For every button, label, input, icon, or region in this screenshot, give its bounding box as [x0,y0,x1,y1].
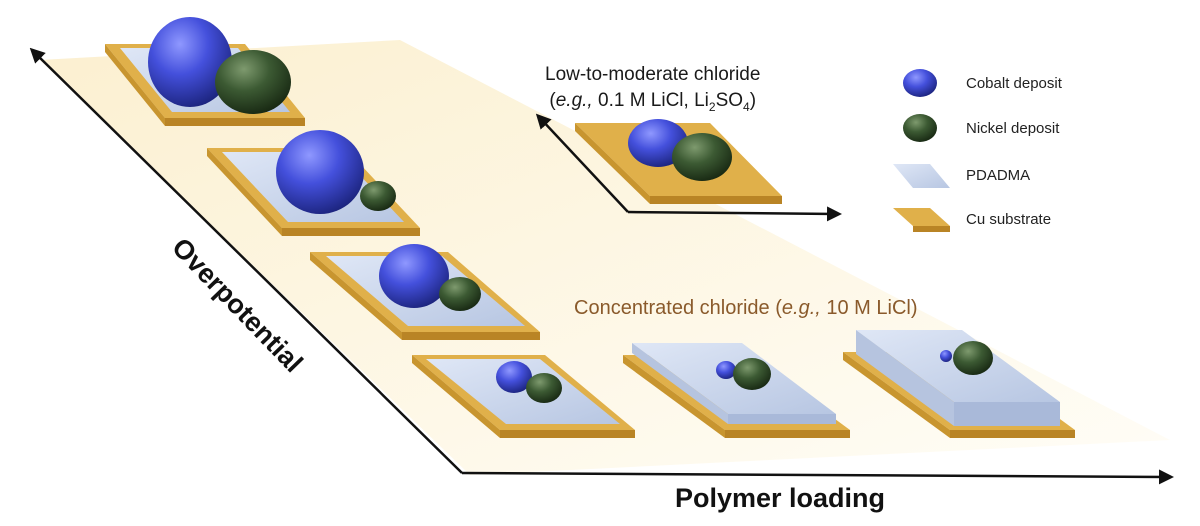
nickel-deposit [439,277,481,311]
x-axis-title: Polymer loading [675,483,886,513]
tile-high-overpotential [105,17,305,126]
cobalt-deposit [276,130,364,214]
tile-high-polymer [843,330,1075,438]
nickel-deposit [953,341,993,375]
concentrated-chloride-label: Concentrated chloride (e.g., 10 M LiCl) [574,297,918,319]
pdadma-layer-icon [893,164,950,188]
legend-label-pdadma: PDADMA [966,167,1031,184]
cobalt-deposit [716,361,736,379]
legend-label-nickel: Nickel deposit [966,120,1060,137]
inset-title-line1: Low-to-moderate chloride [545,64,761,85]
nickel-deposit [672,133,732,181]
nickel-deposit [215,50,291,114]
cobalt-deposit [940,350,952,362]
cu-substrate-icon [893,208,950,232]
nickel-deposit [526,373,562,403]
tile-low-polymer [412,355,635,438]
inset-title: Low-to-moderate chloride (e.g., 0.1 M Li… [545,62,760,120]
cobalt-deposit [148,17,232,107]
cobalt-deposit [379,244,449,308]
tile-mid-high-overpotential [207,130,420,236]
overpotential-axis-arrow [29,47,463,474]
nickel-deposit-icon [903,114,937,142]
polymer-loading-axis-arrow [461,469,1174,485]
legend-label-cobalt: Cobalt deposit [966,75,1062,92]
nickel-deposit [360,181,396,211]
tile-mid-polymer [623,343,850,438]
tile-mid-overpotential [310,244,540,340]
cobalt-deposit [496,361,532,393]
nickel-deposit [733,358,771,390]
inset-diagram [535,113,842,222]
legend-label-cu: Cu substrate [966,211,1052,228]
inset-title-line2: (e.g., 0.1 M LiCl, Li2SO4) [549,90,757,114]
cobalt-deposit-icon [903,69,937,97]
